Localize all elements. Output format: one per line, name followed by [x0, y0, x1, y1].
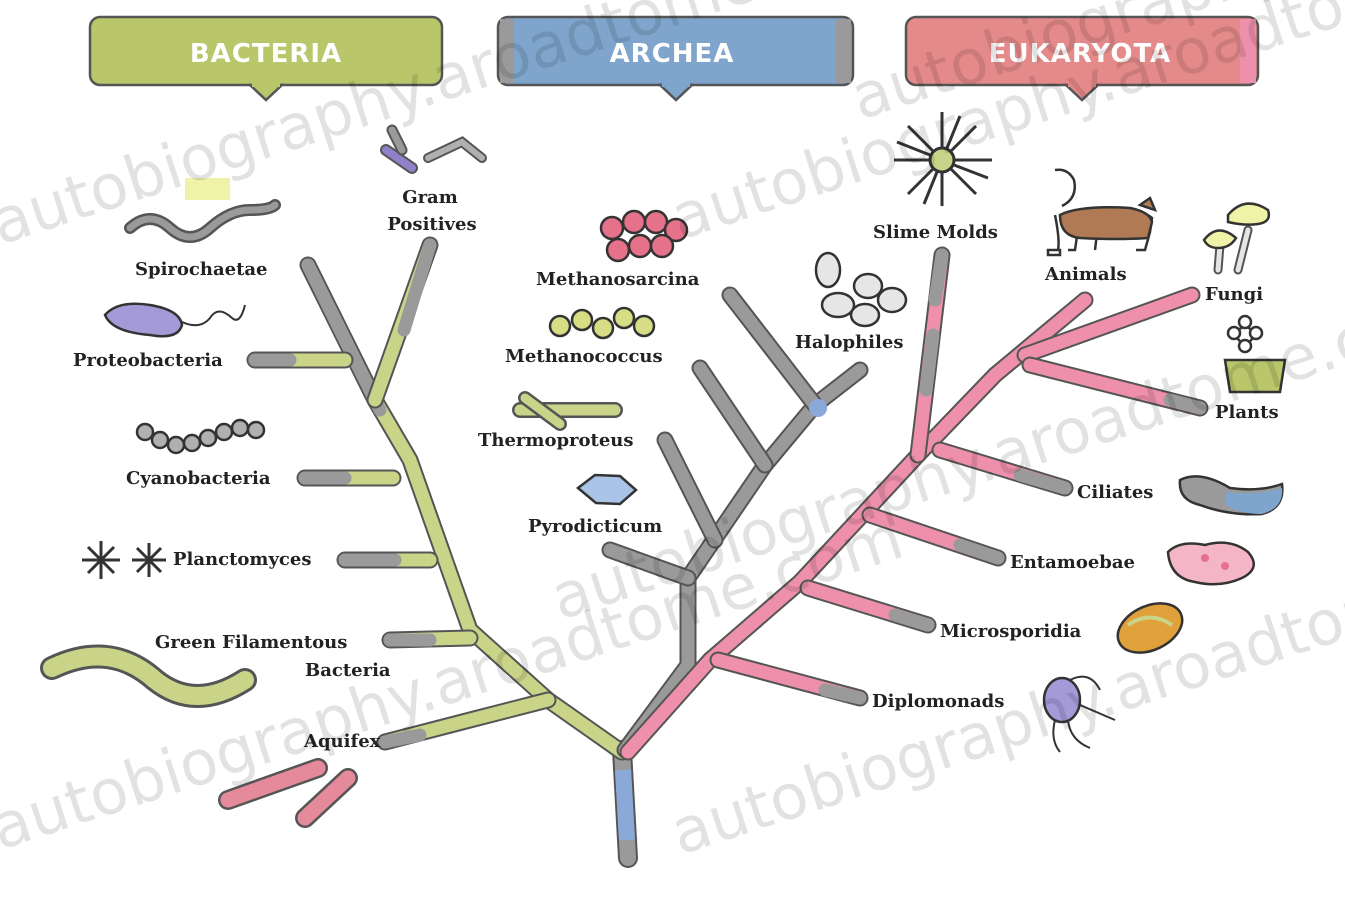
planctomyces-label: Planctomyces: [173, 549, 311, 570]
bacteria-header-label: BACTERIA: [190, 39, 342, 69]
cyanobacteria-icon: [137, 420, 264, 453]
entamoebae-icon: [1168, 543, 1254, 585]
gram-positives-icon: [386, 130, 482, 168]
halophiles-label: Halophiles: [795, 332, 903, 353]
animals-icon: [1048, 170, 1155, 255]
halophiles-icon: [816, 253, 906, 326]
green-filamentous-label-line1: Green Filamentous: [155, 632, 347, 653]
thermoproteus-label: Thermoproteus: [478, 430, 634, 451]
thermoproteus-icon: [520, 398, 615, 424]
cyanobacteria-label: Cyanobacteria: [126, 468, 271, 489]
microsporidia-label: Microsporidia: [940, 621, 1082, 642]
entamoebae-label: Entamoebae: [1010, 552, 1135, 573]
methanosarcina-label: Methanosarcina: [536, 269, 700, 290]
green-filamentous-icon: [52, 656, 245, 696]
gram-positives-label-line1: Gram: [402, 187, 458, 208]
fungi-icon: [1204, 204, 1269, 270]
animals-label: Animals: [1044, 264, 1127, 285]
slime-molds-label: Slime Molds: [873, 222, 998, 243]
pyrodicticum-icon: [578, 475, 636, 504]
trunk-branch: [622, 750, 628, 858]
ciliates-label: Ciliates: [1077, 482, 1153, 503]
planctomyces-icon: [82, 541, 166, 579]
methanococcus-icon: [550, 308, 654, 338]
ciliates-icon: [1180, 476, 1283, 514]
proteobacteria-label: Proteobacteria: [73, 350, 223, 371]
methanococcus-label: Methanococcus: [505, 346, 663, 367]
gram-positives-label-line2: Positives: [387, 214, 476, 235]
proteobacteria-icon: [105, 304, 245, 337]
spirochaetae-label: Spirochaetae: [135, 259, 268, 280]
fungi-label: Fungi: [1205, 284, 1263, 305]
